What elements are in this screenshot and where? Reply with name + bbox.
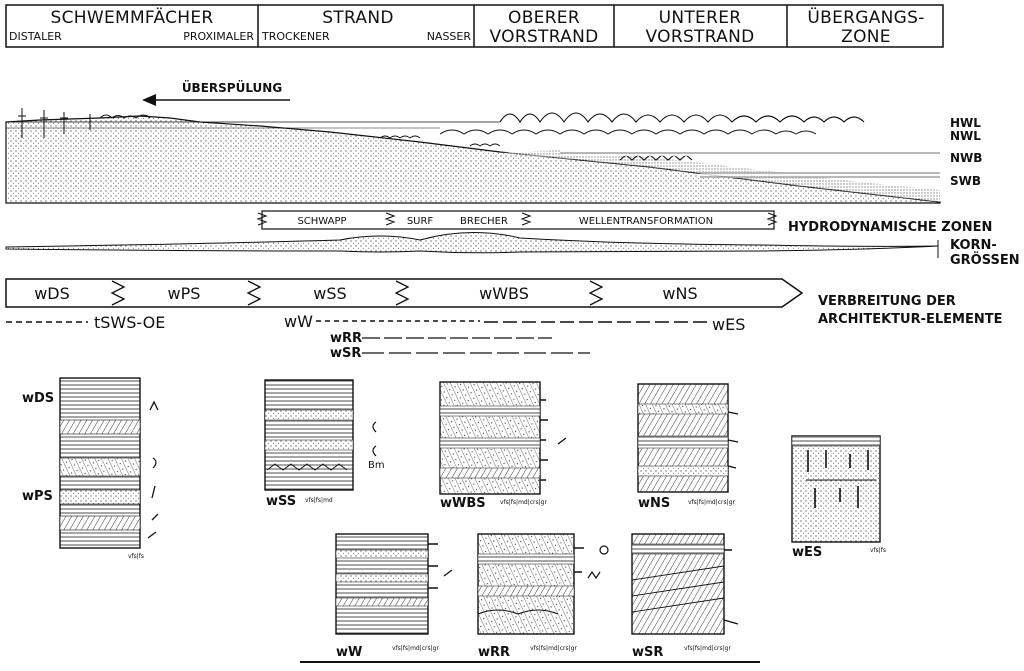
distribution-label-line1: VERBREITUNG DER [818,294,956,309]
log-scale-wrr: vfs|fs|md|crs|gr [530,645,577,652]
log-label-wwbs: wWBS [440,496,486,511]
log-label-wps: wPS [22,489,53,504]
range-wes-label: wES [712,315,745,334]
hydro-label: HYDRODYNAMISCHE ZONEN [788,220,992,235]
log-label-wsr: wSR [632,645,663,660]
log-label-wns: wNS [638,496,670,511]
zone-oberer-line2: VORSTRAND [490,27,599,47]
hydro-zone-surf: SURF [407,216,434,227]
nwb-band [560,150,940,156]
overwash-label: ÜBERSPÜLUNG [182,80,282,95]
zone-strand-left: TROCKENER [261,30,330,43]
log-column-wes: wES vfs|fs [791,435,886,560]
log-column-wds-wps: wDS wPS vfs|fs [22,377,159,560]
zone-unterer-line1: UNTERER [659,8,742,28]
zone-uebergang-line2: ZONE [841,27,891,47]
element-wss: wSS [313,284,346,303]
log-label-wrr: wRR [478,645,510,660]
zone-unterer-line2: VORSTRAND [646,27,755,47]
grain-label-line1: KORN- [950,238,997,253]
hydro-zone-brecher: BRECHER [460,216,508,227]
zone-oberer-line1: OBERER [508,8,580,28]
log-scale-ww: vfs|fs|md|crs|gr [392,645,439,652]
surf-ripples [379,135,501,147]
log-marker-bm: Bm [368,460,385,471]
element-wns: wNS [662,284,697,303]
nwl-wave-line [439,129,817,135]
range-tsws-label: tSWS-OE [94,313,165,332]
level-nwb: NWB [950,151,982,165]
overwash-arrow-head [142,94,156,106]
zone-header: SCHWEMMFÄCHER DISTALER PROXIMALER STRAND… [5,4,944,48]
fan-burrow-marks [18,108,91,138]
hwl-wave-line [499,112,865,124]
hydro-zone-schwapp: SCHWAPP [297,216,346,227]
log-label-ww: wW [336,645,362,660]
log-column-wsr: wSR vfs|fs|md|crs|gr [631,533,739,660]
log-column-wns: wNS vfs|fs|md|crs|gr [637,383,739,511]
hydro-zone-dividers [256,212,778,226]
elements-band: wDS wPS wSS wWBS wNS VERBREITUNG DER ARC… [5,278,1002,361]
element-wds: wDS [34,284,70,303]
overwash-lobes [99,114,151,119]
hydro-zone-wellentransformation: WELLENTRANSFORMATION [579,216,713,227]
swb-band [700,172,940,178]
elements-dividers [110,280,604,306]
log-label-wds: wDS [22,391,54,406]
beach-profile: ÜBERSPÜLUNG HWL NWL NWB SWB [5,80,982,204]
elements-arrow [5,278,804,308]
zone-schwemmfaecher-right: PROXIMALER [183,30,254,43]
level-nwl: NWL [950,129,981,143]
zone-strand-right: NASSER [427,30,472,43]
log-scale-wes: vfs|fs [870,547,886,554]
log-column-wss: Bm wSS vfs|fs|md [264,379,385,509]
zone-uebergang-line1: ÜBERGANGS- [807,6,924,28]
bar-ripples [619,154,693,161]
log-label-wes: wES [792,545,822,560]
log-scale-wwbs: vfs|fs|md|crs|gr [500,499,547,506]
log-scale-wsr: vfs|fs|md|crs|gr [684,645,731,652]
range-wrr-label: wRR [330,331,362,346]
log-label-wss: wSS [266,494,296,509]
grain-size-lens [5,231,939,254]
log-column-ww: wW vfs|fs|md|crs|gr [335,533,453,660]
element-wps: wPS [168,284,201,303]
log-scale-wds: vfs|fs [128,553,144,560]
zone-schwemmfaecher-title: SCHWEMMFÄCHER [51,7,214,28]
log-scale-wss: vfs|fs|md [305,497,333,504]
hydrodynamic-zones: SCHWAPP SURF BRECHER WELLENTRANSFORMATIO… [5,210,1020,268]
level-swb: SWB [950,174,981,188]
grain-label-line2: GRÖSSEN [950,252,1020,268]
level-hwl: HWL [950,116,981,130]
distribution-label-line2: ARCHITEKTUR-ELEMENTE [818,312,1002,327]
log-column-wrr: wRR vfs|fs|md|crs|gr [477,533,609,660]
element-wwbs: wWBS [479,284,529,303]
sediment-body [5,115,941,204]
log-scale-wns: vfs|fs|md|crs|gr [688,499,735,506]
range-ww-label: wW [284,312,313,331]
log-column-wwbs: wWBS vfs|fs|md|crs|gr [439,381,567,511]
zone-schwemmfaecher-left: DISTALER [9,30,62,43]
zone-strand-title: STRAND [322,8,394,28]
range-wsr-label: wSR [330,346,361,361]
